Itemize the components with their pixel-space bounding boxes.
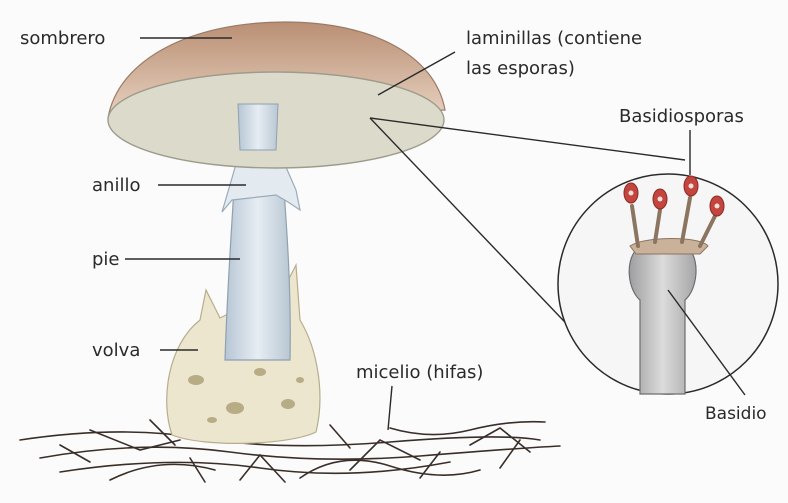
leader-micelio (388, 386, 392, 430)
label-sombrero: sombrero (20, 28, 105, 49)
label-anillo: anillo (92, 175, 140, 196)
stem-top (238, 104, 278, 150)
label-laminillas-line2: las esporas) (466, 58, 575, 79)
label-pie: pie (92, 249, 120, 270)
zoom-line-bottom (370, 118, 582, 340)
label-basidio: Basidio (705, 404, 767, 424)
label-laminillas-line1: laminillas (contiene (466, 28, 642, 49)
label-volva: volva (92, 340, 140, 361)
label-micelio: micelio (hifas) (356, 362, 483, 383)
label-basidiosporas: Basidiosporas (619, 106, 744, 127)
